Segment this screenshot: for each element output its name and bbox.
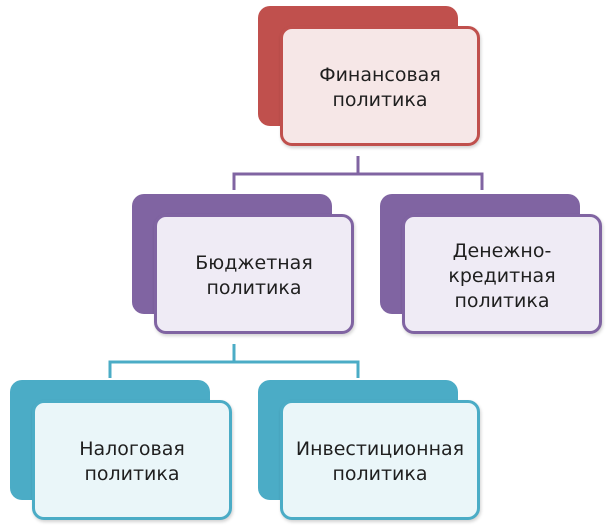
connector-budget-to-children bbox=[108, 360, 360, 378]
node-financial-policy-label: Финансовая политика bbox=[319, 64, 441, 111]
node-investment-policy-label: Инвестиционная политика bbox=[295, 438, 465, 485]
node-tax-policy-label: Налоговая политика bbox=[79, 438, 185, 485]
node-monetary-policy-label: Денежно- кредитная политика bbox=[448, 239, 556, 312]
node-financial-policy-box: Финансовая политика bbox=[280, 26, 480, 146]
node-budget-policy-label: Бюджетная политика bbox=[195, 252, 313, 299]
node-investment-policy-box: Инвестиционная политика bbox=[280, 400, 480, 520]
node-monetary-policy-box: Денежно- кредитная политика bbox=[402, 214, 602, 334]
node-budget-policy-box: Бюджетная политика bbox=[154, 214, 354, 334]
connector-root-to-budget bbox=[232, 172, 484, 190]
node-tax-policy-box: Налоговая политика bbox=[32, 400, 232, 520]
